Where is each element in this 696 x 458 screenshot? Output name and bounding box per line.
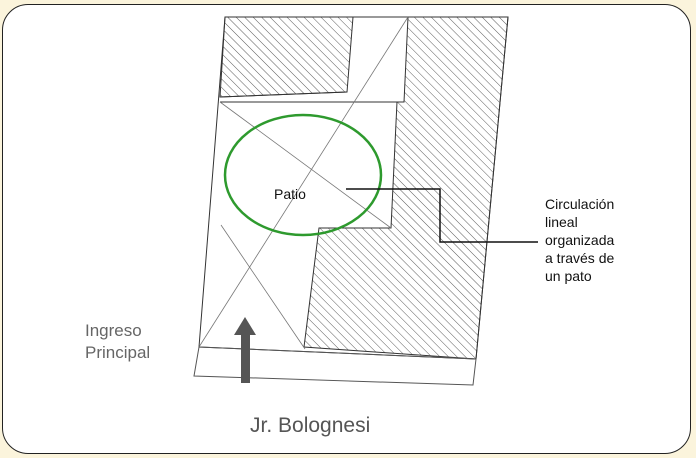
- entrance-label: Ingreso Principal: [85, 320, 150, 364]
- entrance-label-line: Principal: [85, 343, 151, 362]
- diagram-frame: Patio Circulación lineal organizada a tr…: [2, 4, 691, 454]
- diagonal-line: [220, 224, 306, 350]
- callout-line: lineal: [545, 214, 578, 230]
- room-line: [219, 91, 348, 98]
- entrance-arrow: [234, 317, 256, 383]
- diagonal-line: [198, 16, 409, 348]
- callout-line: Circulación: [545, 196, 615, 212]
- callout-leader: [346, 188, 538, 243]
- patio-circle: [223, 113, 383, 237]
- callout-line: organizada: [545, 232, 615, 248]
- entrance-label-line: Ingreso: [85, 321, 142, 340]
- patio-label: Patio: [274, 186, 306, 202]
- diagonal-line: [219, 101, 392, 229]
- callout-line: un pato: [545, 268, 592, 284]
- hatched-block-top-left: [219, 16, 354, 98]
- street-strip: [193, 346, 477, 386]
- callout-line: a través de: [545, 250, 615, 266]
- floor-plan: [193, 16, 538, 386]
- circulation-callout: Circulación lineal organizada a través d…: [545, 195, 614, 285]
- street-label: Jr. Bolognesi: [250, 414, 371, 437]
